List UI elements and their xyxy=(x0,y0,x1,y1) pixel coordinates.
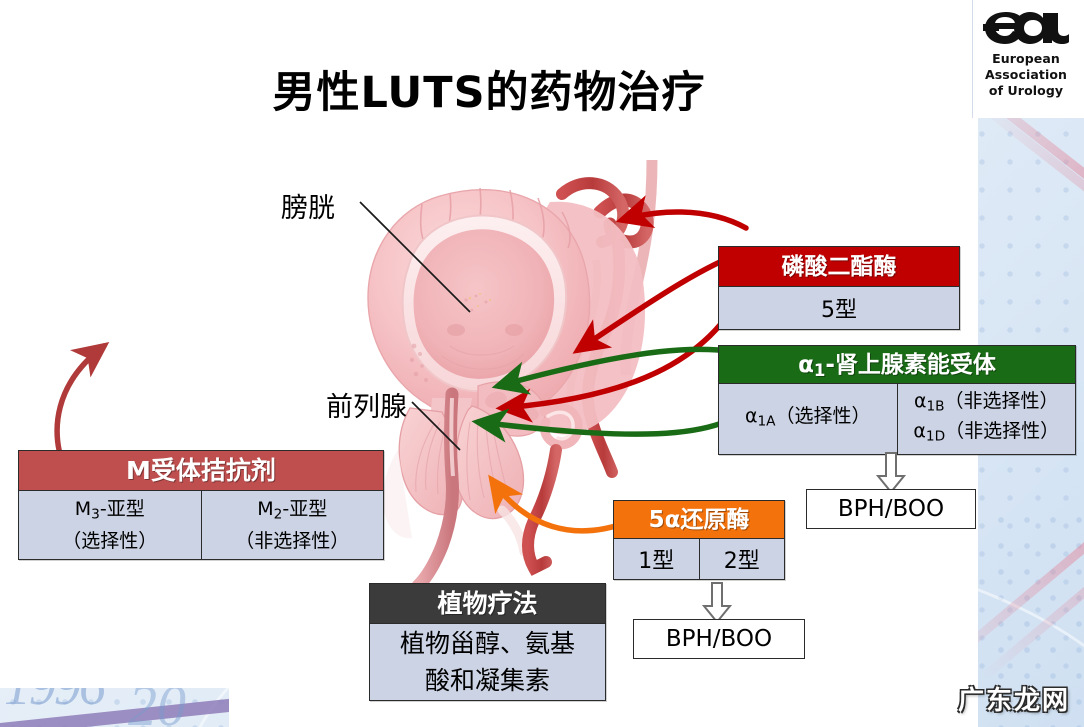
m2-subscript: 2 xyxy=(273,506,283,523)
box-phytotherapy-cell-agents[interactable]: 植物甾醇、氨基 酸和凝集素 xyxy=(370,624,605,700)
m2-symbol: M xyxy=(257,498,274,521)
eau-logo-line3: of Urology xyxy=(988,83,1064,98)
eau-logo-mark xyxy=(983,12,1069,44)
alpha1a-subscript: 1A xyxy=(757,413,776,430)
box-alpha1-cell-selective[interactable]: α1A（选择性） xyxy=(719,384,897,454)
block-arrow-down-reductase xyxy=(702,582,732,624)
alpha1d-selectivity: （非选择性） xyxy=(945,420,1060,442)
alpha1-header-prefix: α xyxy=(798,352,814,378)
phytotherapy-line-2: 酸和凝集素 xyxy=(424,666,550,695)
box-phytotherapy-header: 植物疗法 xyxy=(370,584,605,624)
page-title: 男性LUTS的药物治疗 xyxy=(272,68,706,118)
label-leader-lines xyxy=(359,201,471,451)
alpha1d-row: α1D（非选择性） xyxy=(902,419,1072,449)
eau-logo-line1: European xyxy=(992,51,1060,66)
box-alpha1-adrenoceptor-body: α1A（选择性） α1B（非选择性） α1D（非选择性） xyxy=(719,384,1075,454)
arrow-pde-to-bladder-dome xyxy=(615,195,749,231)
m2-selectivity: （非选择性） xyxy=(235,529,350,552)
box-phosphodiesterase[interactable]: 磷酸二酯酶 5型 xyxy=(718,246,960,330)
outcome-box-bph-boo-alpha1[interactable]: BPH/BOO xyxy=(806,489,976,529)
box-phosphodiesterase-body: 5型 xyxy=(719,287,959,329)
pelvic-artery xyxy=(522,444,562,576)
box-m-cell-m3[interactable]: M3-亚型 （选择性） xyxy=(19,491,201,559)
eau-logo-line2: Association xyxy=(984,67,1068,82)
box-m-receptor-antagonist-header: M受体拮抗剂 xyxy=(19,451,383,491)
box-alpha1-adrenoceptor-header: α1-肾上腺素能受体 xyxy=(719,346,1075,384)
arrow-reductase-to-prostate xyxy=(488,474,631,534)
alpha1a-symbol: α xyxy=(744,404,758,427)
block-arrow-down-alpha1 xyxy=(876,452,906,494)
m3-subscript: 3 xyxy=(91,506,100,523)
box-phytotherapy-body: 植物甾醇、氨基 酸和凝集素 xyxy=(370,624,605,700)
box-5ar-cell-type2[interactable]: 2型 xyxy=(698,539,784,579)
bladder-prostate-illustration xyxy=(359,159,769,590)
m3-row: M3-亚型 xyxy=(19,496,201,527)
box-5ar-cell-type1[interactable]: 1型 xyxy=(614,539,699,579)
phytotherapy-line-1: 植物甾醇、氨基 xyxy=(399,629,575,658)
bladder-label: 膀胱 xyxy=(281,193,335,224)
alpha1a-selectivity: （选择性） xyxy=(775,404,871,427)
m2-subtype-label: -亚型 xyxy=(282,498,328,521)
m2-row: M2-亚型 xyxy=(202,496,384,527)
outcome-box-bph-boo-reductase[interactable]: BPH/BOO xyxy=(633,619,805,659)
box-m-receptor-antagonist[interactable]: M受体拮抗剂 M3-亚型 （选择性） M2-亚型 （非选择性） xyxy=(18,450,384,560)
prostate-label: 前列腺 xyxy=(326,392,407,423)
alpha1b-row: α1B（非选择性） xyxy=(902,389,1072,419)
box-phytotherapy[interactable]: 植物疗法 植物甾醇、氨基 酸和凝集素 xyxy=(369,583,606,701)
m3-selectivity: （选择性） xyxy=(62,529,158,552)
m3-symbol: M xyxy=(74,498,92,521)
box-m-cell-m2[interactable]: M2-亚型 （非选择性） xyxy=(200,491,384,559)
box-alpha1-adrenoceptor[interactable]: α1-肾上腺素能受体 α1A（选择性） α1B（非选择性） α1D（非选择性） xyxy=(718,345,1076,455)
box-5alpha-reductase-header: 5α还原酶 xyxy=(614,501,784,539)
box-phosphodiesterase-cell-type5[interactable]: 5型 xyxy=(719,287,959,329)
box-5alpha-reductase-body: 1型 2型 xyxy=(614,539,784,579)
alpha1b-selectivity: （非选择性） xyxy=(944,389,1059,412)
alpha1d-subscript: 1D xyxy=(925,428,946,445)
alpha1-header-rest: -肾上腺素能受体 xyxy=(825,352,996,378)
background-pink-stripe-4 xyxy=(978,578,1084,683)
alpha1b-subscript: 1B xyxy=(926,398,945,414)
site-watermark: 广东龙网 xyxy=(957,686,1070,716)
box-phosphodiesterase-header: 磷酸二酯酶 xyxy=(719,247,959,287)
box-5alpha-reductase[interactable]: 5α还原酶 1型 2型 xyxy=(613,500,785,580)
box-m-receptor-antagonist-body: M3-亚型 （选择性） M2-亚型 （非选择性） xyxy=(19,491,383,559)
alpha1-header-subscript: 1 xyxy=(813,361,826,381)
m3-subtype-label: -亚型 xyxy=(99,498,145,521)
alpha1a-row: α1A（选择性） xyxy=(723,404,893,434)
eau-logo: European Association of Urology xyxy=(974,4,1078,99)
alpha1b-symbol: α xyxy=(913,389,927,412)
bladder-organ xyxy=(367,187,646,435)
alpha1d-symbol: α xyxy=(913,420,926,442)
box-alpha1-cell-nonselective[interactable]: α1B（非选择性） α1D（非选择性） xyxy=(896,384,1075,454)
